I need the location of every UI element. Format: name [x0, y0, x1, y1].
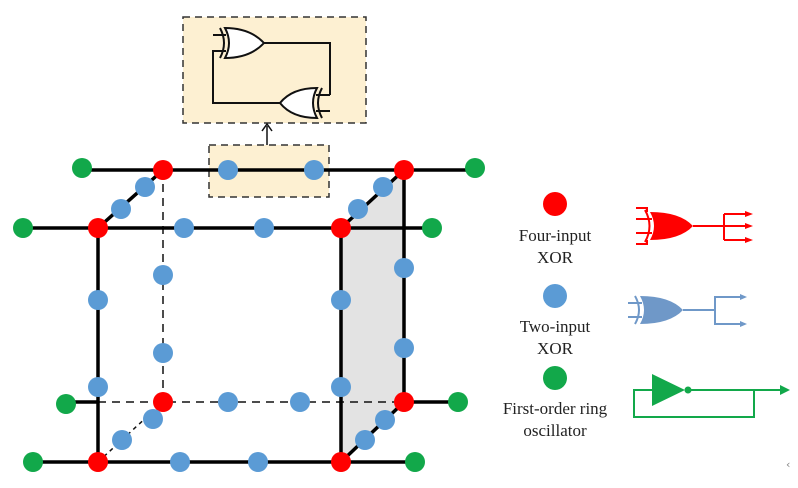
two-input-xor-node: [174, 218, 194, 238]
two-input-xor-gate-icon: [628, 294, 747, 327]
two-input-xor-node: [373, 177, 393, 197]
two-input-xor-node: [248, 452, 268, 472]
legend-label-ring-osc-line1: First-order ring: [502, 399, 608, 418]
four-input-xor-node: [153, 160, 173, 180]
ring-oscillator-node: [23, 452, 43, 472]
two-input-xor-node: [88, 290, 108, 310]
two-input-xor-node: [394, 338, 414, 358]
four-input-xor-node: [88, 218, 108, 238]
legend-dot-four-input: [543, 192, 567, 216]
two-input-xor-node: [394, 258, 414, 278]
legend-label-four-input: Four-input XOR: [480, 225, 630, 269]
legend-dot-two-input: [543, 284, 567, 308]
detail-wires: [212, 42, 331, 104]
two-input-xor-node: [111, 199, 131, 219]
ring-oscillator-node: [448, 392, 468, 412]
two-input-xor-node: [331, 377, 351, 397]
legend-symbols: [543, 192, 790, 418]
detail-xor-gate-bottom-icon: [278, 86, 330, 120]
two-input-xor-node: [143, 409, 163, 429]
two-input-xor-node: [331, 290, 351, 310]
two-input-xor-node: [355, 430, 375, 450]
two-input-xor-node: [112, 430, 132, 450]
four-input-xor-node: [331, 452, 351, 472]
legend-label-ring-osc-line2: oscillator: [523, 421, 587, 440]
legend-label-two-input: Two-input XOR: [480, 316, 630, 360]
legend-label-ring-osc: First-order ring oscillator: [480, 398, 630, 442]
ring-oscillator-node: [465, 158, 485, 178]
legend-label-two-input-line1: Two-input: [519, 317, 591, 336]
shaded-right-face: [341, 170, 404, 462]
two-input-xor-node: [153, 265, 173, 285]
two-input-xor-node: [88, 377, 108, 397]
ring-oscillator-inverter-icon: [633, 374, 790, 418]
four-input-xor-node: [153, 392, 173, 412]
two-input-xor-node: [218, 160, 238, 180]
two-input-xor-node: [135, 177, 155, 197]
two-input-xor-node: [375, 410, 395, 430]
legend-label-four-input-line2: XOR: [537, 248, 573, 267]
ring-oscillator-node: [72, 158, 92, 178]
nodes-layer: [13, 158, 485, 472]
legend-label-four-input-line1: Four-input: [518, 226, 592, 245]
corner-mark: ‹: [786, 458, 791, 471]
solid-edges: [21, 168, 477, 464]
zoomed-detail-box: [182, 16, 367, 145]
ring-oscillator-node: [422, 218, 442, 238]
four-input-xor-gate-icon: [636, 207, 753, 245]
legend-label-two-input-line2: XOR: [537, 339, 573, 358]
four-input-xor-node: [88, 452, 108, 472]
two-input-xor-node: [290, 392, 310, 412]
two-input-xor-node: [218, 392, 238, 412]
ring-oscillator-node: [13, 218, 33, 238]
two-input-xor-node: [170, 452, 190, 472]
two-input-xor-node: [304, 160, 324, 180]
two-input-xor-node: [348, 199, 368, 219]
two-input-xor-node: [153, 343, 173, 363]
four-input-xor-node: [331, 218, 351, 238]
four-input-xor-node: [394, 392, 414, 412]
two-input-xor-node: [254, 218, 274, 238]
ring-oscillator-node: [405, 452, 425, 472]
ring-oscillator-node: [56, 394, 76, 414]
legend-dot-ring-osc: [543, 366, 567, 390]
four-input-xor-node: [394, 160, 414, 180]
